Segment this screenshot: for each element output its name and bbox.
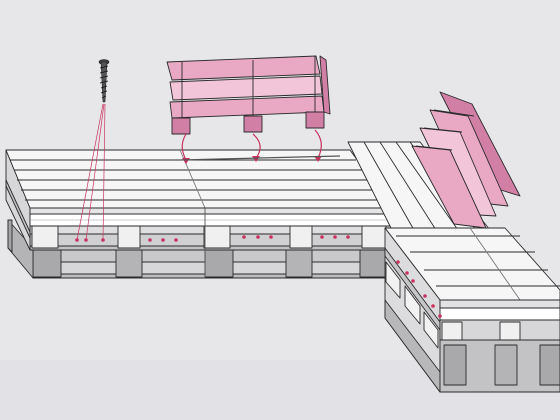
seat-top-deck-left [5, 149, 393, 209]
pallet-backrest-loose [166, 55, 331, 135]
guide-lines [76, 103, 106, 241]
screw-icon [98, 59, 110, 103]
pallet-sofa-seat-corner [347, 141, 560, 393]
curved-arrow-icon [181, 133, 187, 161]
pallet-backrest-mounted [411, 91, 521, 229]
backrest-slot-line [179, 155, 341, 161]
pallet-sofa-seat-left [5, 149, 393, 279]
curved-arrow-icon [252, 133, 261, 159]
screw-position-markers-side [396, 260, 442, 318]
upper-pallet-left-front [29, 225, 393, 251]
